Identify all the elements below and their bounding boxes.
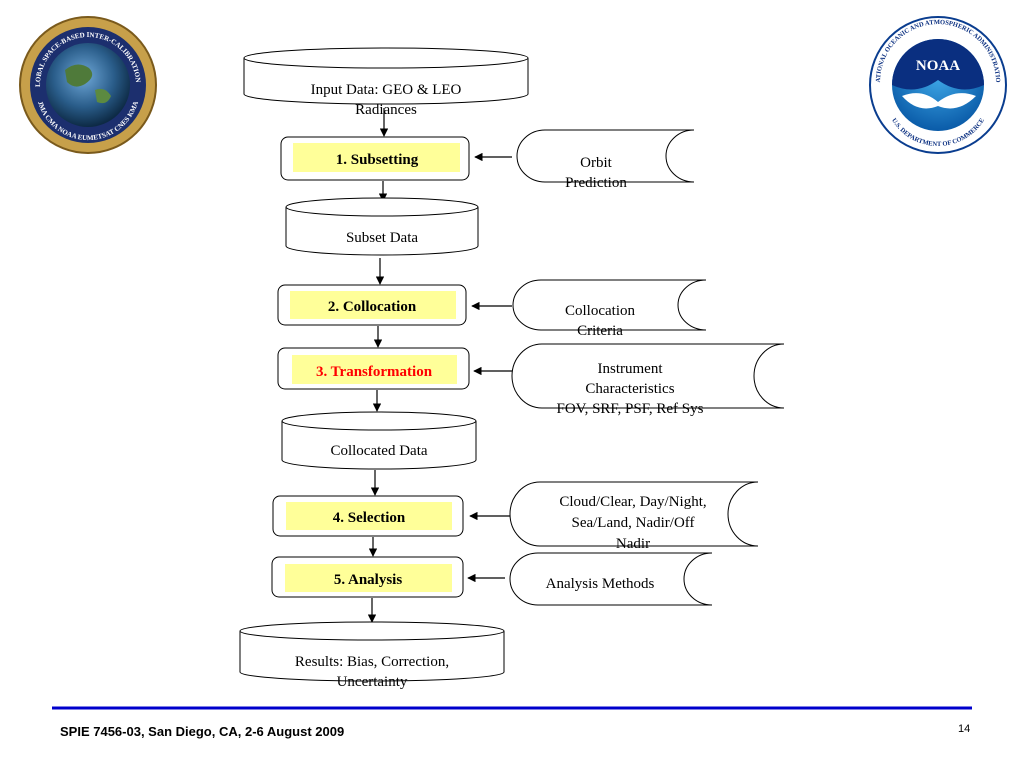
analysis-methods-input: Analysis Methods [509,552,713,606]
instrument-line3: FOV, SRF, PSF, Ref Sys [557,401,704,417]
subsetting-label: 1. Subsetting [336,152,419,168]
selection-process: 4. Selection [272,495,464,537]
results-line1: Results: Bias, Correction, [295,654,449,670]
selection-highlight [286,502,452,530]
transformation-highlight [292,355,457,384]
collocation-criteria-input: Collocation Criteria [512,279,707,339]
collocated-data-store: Collocated Data [281,411,477,470]
selection-criteria-line1: Cloud/Clear, Day/Night, [559,494,706,510]
input-data-store: Input Data: GEO & LEO Radiances [243,47,529,118]
analysis-highlight [285,564,452,592]
orbit-line1: Orbit [580,155,612,171]
results-store: Results: Bias, Correction, Uncertainty [239,621,505,690]
subset-data-store: Subset Data [285,197,479,256]
results-line2: Uncertainty [337,674,408,690]
instrument-line2: Characteristics [585,381,674,397]
input-data-line1: Input Data: GEO & LEO [311,82,462,98]
instrument-characteristics-input: Instrument Characteristics FOV, SRF, PSF… [511,343,785,417]
selection-criteria-line2: Sea/Land, Nadir/Off [571,515,694,531]
collocation-criteria-line1: Collocation [565,303,635,319]
input-data-line2: Radiances [355,102,417,118]
page-number: 14 [958,723,971,735]
orbit-prediction-input: Orbit Prediction [516,129,695,191]
gsics-logo: WMO GLOBAL SPACE-BASED INTER-CALIBRATION… [0,0,157,154]
selection-criteria-input: Cloud/Clear, Day/Night, Sea/Land, Nadir/… [509,481,759,552]
analysis-process: 5. Analysis [271,556,464,598]
subset-data-label: Subset Data [346,230,418,246]
footer-citation: SPIE 7456-03, San Diego, CA, 2-6 August … [60,724,345,739]
collocation-criteria-line2: Criteria [577,323,623,339]
orbit-line2: Prediction [565,175,627,191]
collocation-label: 2. Collocation [328,299,417,315]
selection-criteria-line3: Nadir [616,536,650,552]
collocation-highlight [290,291,456,319]
subsetting-highlight [293,143,460,172]
analysis-methods-label: Analysis Methods [546,576,655,592]
transformation-label: 3. Transformation [316,364,433,380]
analysis-label: 5. Analysis [334,572,403,588]
subsetting-process: 1. Subsetting [280,136,470,181]
selection-label: 4. Selection [333,510,406,526]
collocated-data-label: Collocated Data [330,443,427,459]
noaa-center-text: NOAA [916,58,960,74]
collocation-process: 2. Collocation [277,284,467,326]
transformation-process: 3. Transformation [277,347,470,390]
instrument-line1: Instrument [598,361,664,377]
